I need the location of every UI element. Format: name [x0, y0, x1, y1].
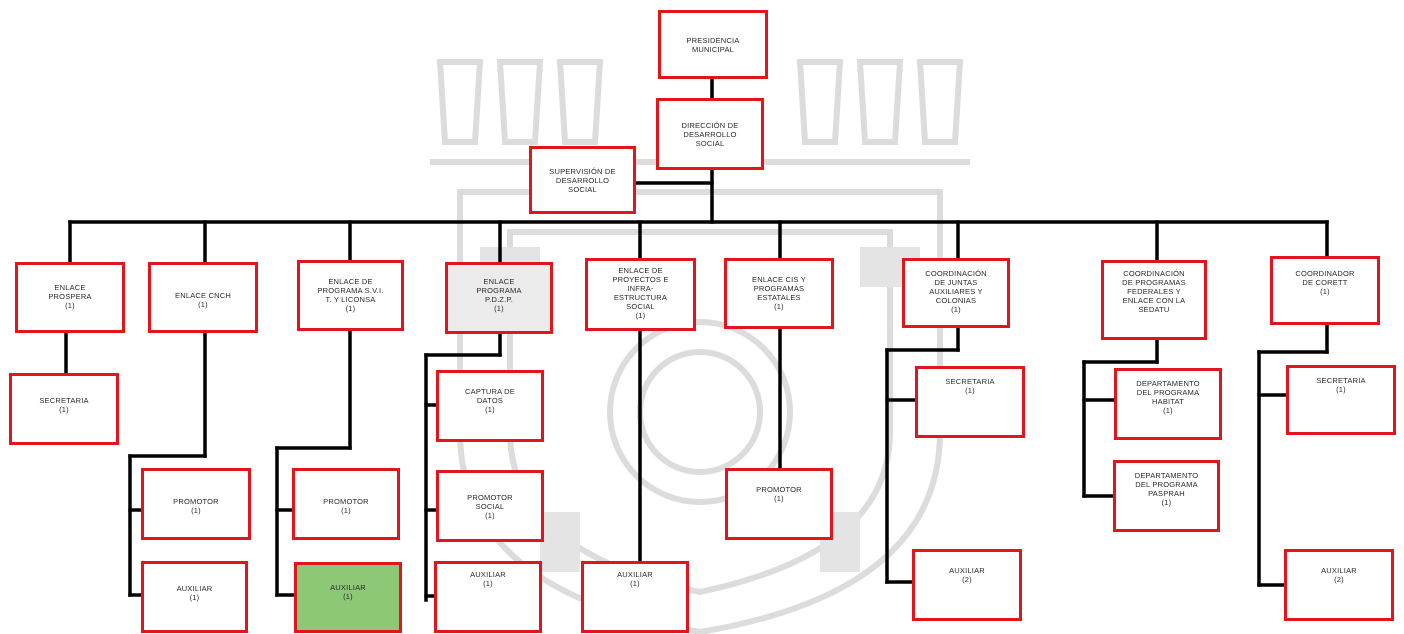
org-node-supervision-desarrollo-social: SUPERVISIÓN DE DESARROLLO SOCIAL [529, 146, 636, 214]
node-title: ENLACE PROGRAMA P.D.Z.P. [476, 277, 522, 304]
node-count: (1) [343, 592, 353, 601]
node-count: (1) [189, 593, 200, 602]
node-title: ENLACE CIS Y PROGRAMAS ESTATALES [752, 275, 806, 302]
node-title: PRESIDENCIA MUNICIPAL [686, 35, 740, 54]
org-node-auxiliar: AUXILIAR (2) [912, 549, 1022, 621]
node-count: (1) [1336, 385, 1346, 394]
org-node-promotor-social: PROMOTOR SOCIAL (1) [436, 470, 544, 542]
org-node-auxiliar: AUXILIAR (2) [1284, 549, 1394, 621]
node-title: DEPARTAMENTO DEL PROGRAMA HABITAT [1136, 379, 1200, 406]
org-node-auxiliar-highlighted: AUXILIAR (1) [294, 562, 402, 633]
node-count: (2) [962, 575, 972, 584]
node-count: (1) [951, 305, 961, 314]
org-node-coordinacion-juntas-auxiliares: COORDINACIÓN DE JUNTAS AUXILIARES Y COLO… [902, 258, 1010, 328]
org-node-departamento-programa-habitat: DEPARTAMENTO DEL PROGRAMA HABITAT (1) [1114, 368, 1222, 440]
node-count: (1) [191, 506, 201, 515]
node-count: (1) [1161, 498, 1172, 507]
node-count: (1) [483, 579, 493, 588]
node-title: AUXILIAR [617, 570, 653, 579]
node-title: SECRETARIA [39, 396, 89, 405]
org-node-enlace-programa-svit-liconsa: ENLACE DE PROGRAMA S.V.I. T. Y LICONSA (… [297, 260, 404, 331]
node-count: (1) [345, 304, 356, 313]
org-node-enlace-programa-pdzp: ENLACE PROGRAMA P.D.Z.P. (1) [445, 262, 553, 334]
node-title: COORDINACIÓN DE PROGRAMAS FEDERALES Y EN… [1122, 269, 1186, 314]
node-title: SECRETARIA [945, 377, 995, 386]
node-title: DIRECCIÓN DE DESARROLLO SOCIAL [681, 120, 739, 148]
node-title: ENLACE DE PROYECTOS E INFRA- ESTRUCTURA … [612, 266, 669, 311]
node-count: (1) [774, 302, 784, 311]
org-node-promotor: PROMOTOR (1) [292, 468, 400, 540]
org-node-enlace-proyectos-infraestructura: ENLACE DE PROYECTOS E INFRA- ESTRUCTURA … [585, 258, 696, 331]
node-title: SECRETARIA [1316, 376, 1366, 385]
org-node-secretaria: SECRETARIA (1) [9, 373, 119, 445]
node-count: (1) [485, 405, 495, 414]
node-title: AUXILIAR [949, 566, 985, 575]
org-node-secretaria: SECRETARIA (1) [1286, 365, 1396, 435]
node-count: (1) [635, 311, 646, 320]
node-title: PROMOTOR [323, 497, 369, 506]
node-title: PROMOTOR [756, 485, 802, 494]
node-count: (1) [774, 494, 784, 503]
node-count: (1) [630, 579, 640, 588]
org-node-presidencia-municipal: PRESIDENCIA MUNICIPAL [658, 10, 768, 79]
node-count: (1) [198, 300, 208, 309]
org-node-enlace-prospera: ENLACE PROSPERA (1) [15, 262, 125, 333]
node-title: COORDINACIÓN DE JUNTAS AUXILIARES Y COLO… [925, 269, 987, 305]
node-title: PROMOTOR [173, 497, 219, 506]
node-count: (1) [494, 304, 504, 313]
node-title: ENLACE PROSPERA [48, 283, 92, 301]
node-count: (1) [485, 511, 495, 520]
node-title: COORDINADOR DE CORETT [1295, 269, 1355, 287]
org-node-promotor: PROMOTOR (1) [725, 468, 833, 540]
node-title: ENLACE CNCH [175, 291, 231, 300]
node-title: AUXILIAR [176, 584, 213, 593]
node-title: AUXILIAR [470, 570, 506, 579]
org-node-auxiliar: AUXILIAR (1) [434, 561, 542, 633]
org-node-secretaria: SECRETARIA (1) [915, 366, 1025, 438]
org-node-auxiliar: AUXILIAR (1) [581, 561, 689, 633]
node-title: CAPTURA DE DATOS [465, 387, 515, 405]
node-count: (2) [1334, 575, 1344, 584]
node-count: (1) [341, 506, 351, 515]
node-count: (1) [1320, 287, 1330, 296]
org-node-departamento-programa-pasprah: DEPARTAMENTO DEL PROGRAMA PASPRAH (1) [1113, 460, 1220, 532]
org-node-direccion-desarrollo-social: DIRECCIÓN DE DESARROLLO SOCIAL [656, 98, 764, 170]
org-node-coordinacion-programas-federales-sedatu: COORDINACIÓN DE PROGRAMAS FEDERALES Y EN… [1101, 260, 1207, 340]
node-count: (1) [1163, 406, 1173, 415]
org-node-coordinador-corett: COORDINADOR DE CORETT (1) [1270, 256, 1380, 325]
org-node-captura-de-datos: CAPTURA DE DATOS (1) [436, 370, 544, 442]
org-node-promotor: PROMOTOR (1) [141, 468, 251, 540]
node-title: AUXILIAR [330, 583, 366, 592]
node-title: AUXILIAR [1321, 566, 1357, 575]
node-title: PROMOTOR SOCIAL [467, 493, 513, 511]
node-title: ENLACE DE PROGRAMA S.V.I. T. Y LICONSA [317, 277, 384, 304]
org-node-enlace-cis-programas-estatales: ENLACE CIS Y PROGRAMAS ESTATALES (1) [724, 258, 834, 329]
node-count: (1) [59, 405, 69, 414]
node-count: (1) [65, 301, 75, 310]
org-node-auxiliar: AUXILIAR (1) [141, 561, 248, 633]
node-title: SUPERVISIÓN DE DESARROLLO SOCIAL [549, 166, 616, 194]
org-node-enlace-cnch: ENLACE CNCH (1) [148, 262, 258, 333]
node-title: DEPARTAMENTO DEL PROGRAMA PASPRAH [1134, 471, 1199, 498]
node-count: (1) [965, 386, 975, 395]
